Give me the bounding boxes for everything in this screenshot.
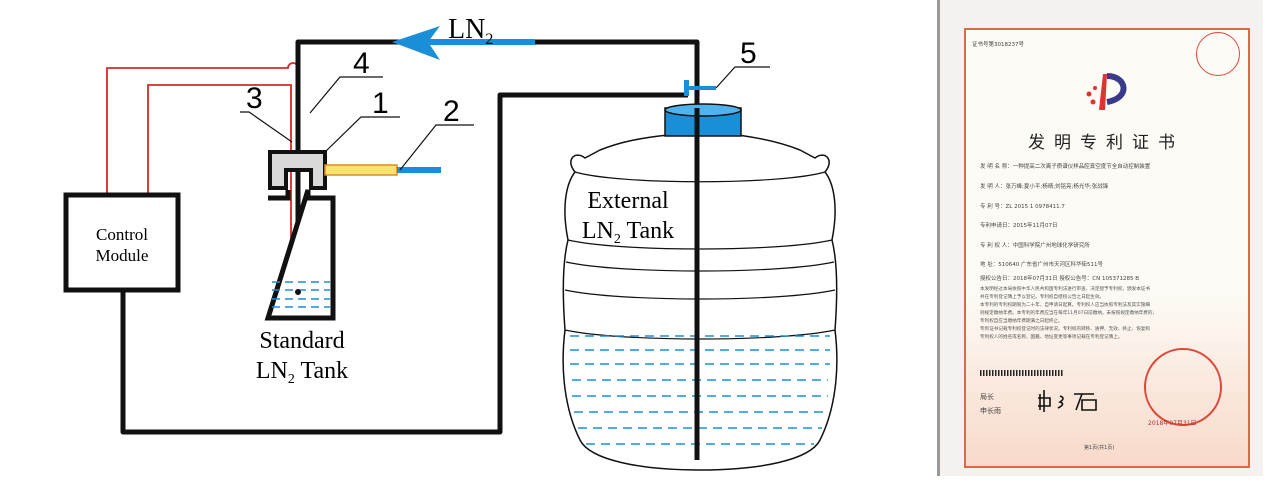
svg-text:Module: Module [96,246,149,265]
barcode [980,370,1064,376]
standard-tank-label: Standard [259,328,344,354]
cert-body: 本发明经过本局依照中华人民共和国专利法进行审查，决定授予专利权，颁发本证书 并在… [980,287,1158,340]
part-4-label: 4 [353,47,370,80]
part-2-label: 2 [443,95,460,128]
external-tank-label: External [587,188,669,214]
control-module-label: Control [96,225,148,244]
cert-number: 证书号第3018237号 [972,42,1024,48]
part-1-label: 1 [372,87,389,120]
part-callouts [240,66,770,171]
svg-text:LN2 Tank: LN2 Tank [582,218,674,247]
flow-arrow [392,26,535,60]
cnipa-logo [1086,73,1127,110]
top-seal [1196,32,1240,76]
part-5-label: 5 [740,37,757,70]
ln2-system-diagram: LN2 Control Module Standard LN2 Tank [63,14,838,471]
valve-5 [684,80,689,96]
part-3-label: 3 [246,82,263,115]
signature [1038,390,1097,412]
ln2-level [570,335,830,445]
cert-title: 发明专利证书 [1028,133,1184,153]
patent-certificate: 证书号第3018237号 发明专利证书 发 明 名 称：一种提高二次离子质谱仪样… [937,0,1263,476]
official-seal [1144,348,1222,426]
flow-label: LN2 [448,14,493,48]
svg-text:LN2 Tank: LN2 Tank [256,358,348,387]
external-tank [562,80,838,471]
standard-tank [264,150,441,321]
control-module-box [63,192,181,293]
